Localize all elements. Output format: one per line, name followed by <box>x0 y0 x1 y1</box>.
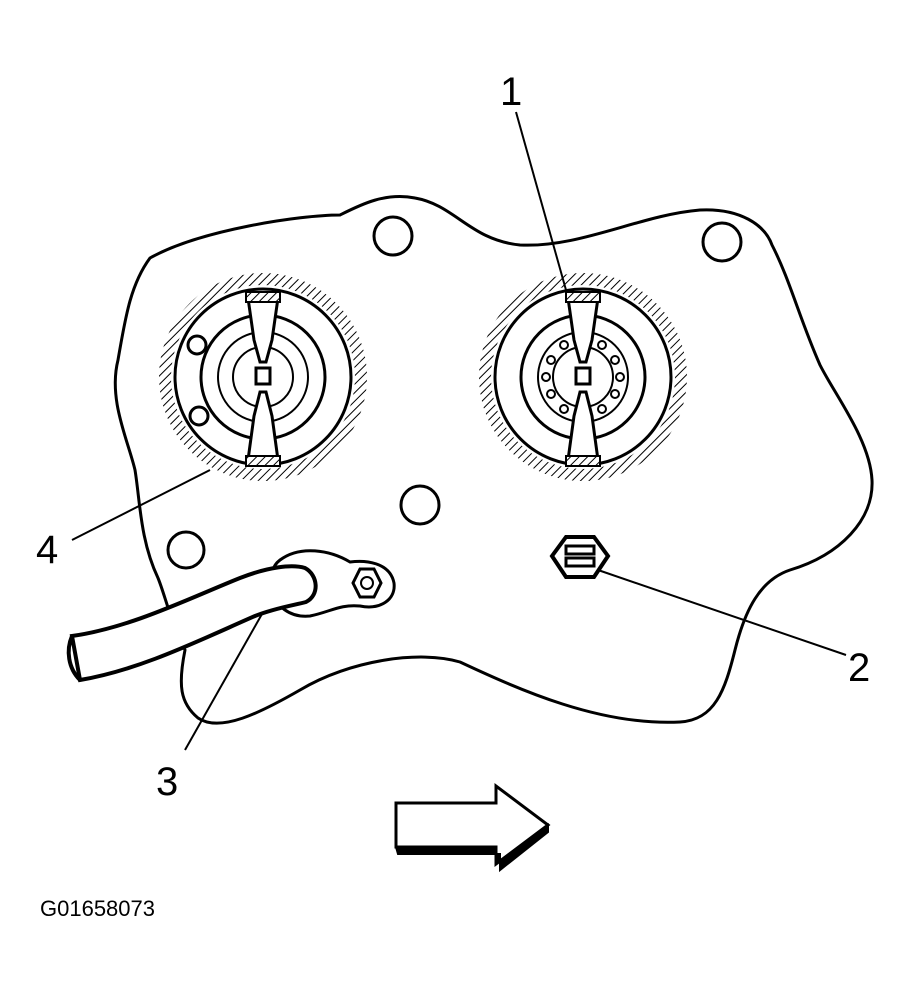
bolt-hole <box>701 221 743 263</box>
intake-camshaft-actuator <box>479 273 687 481</box>
leader-line-3 <box>184 613 263 751</box>
callout-2: 2 <box>848 646 871 690</box>
bolt-hole <box>399 484 441 526</box>
exhaust-camshaft-actuator <box>159 273 367 481</box>
leader-line-1 <box>515 111 567 291</box>
hose <box>69 564 318 683</box>
callout-1: 1 <box>500 70 523 114</box>
leader-line-4 <box>71 469 211 541</box>
callout-3: 3 <box>156 760 179 804</box>
bolt-hole <box>372 215 414 257</box>
callout-4: 4 <box>36 528 59 572</box>
figure-id: G01658073 <box>40 896 155 921</box>
leader-line-2 <box>597 569 847 656</box>
right-arrow-icon <box>394 783 551 873</box>
bolt-hole <box>166 530 206 570</box>
hex-plug <box>549 535 611 579</box>
